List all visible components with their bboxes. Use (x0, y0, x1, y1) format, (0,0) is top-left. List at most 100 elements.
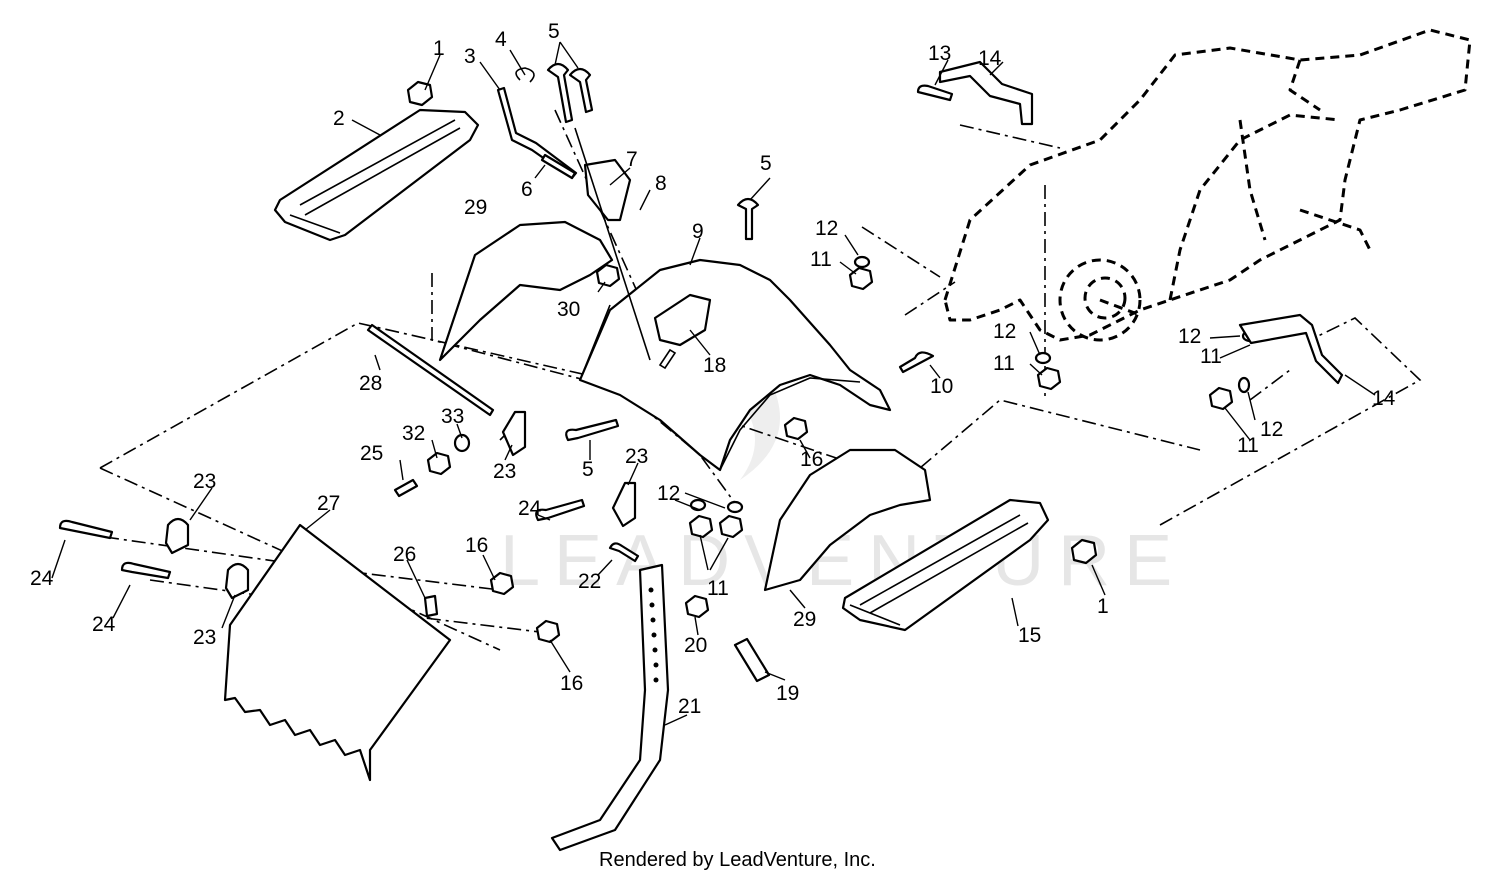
callout: 21 (678, 695, 701, 718)
bolt-icon (898, 351, 935, 374)
callout: 12 (993, 320, 1016, 343)
clip-icon (515, 67, 535, 83)
callout: 15 (1018, 624, 1041, 647)
callout: 4 (495, 28, 507, 51)
nut-icon (684, 594, 710, 619)
pin-icon (393, 478, 419, 498)
callout: 14 (978, 47, 1002, 70)
bracket-14-icon (1238, 313, 1344, 385)
callout: 5 (548, 20, 560, 43)
callout: 24 (518, 497, 542, 520)
callout: 23 (493, 460, 516, 483)
callout: 24 (30, 567, 54, 590)
footer-credit: Rendered by LeadVenture, Inc. (599, 849, 876, 871)
hood-bracket (653, 293, 712, 347)
callout: 23 (193, 470, 216, 493)
callout: 12 (657, 482, 680, 505)
bolt-icon (736, 197, 760, 241)
callout: 33 (441, 405, 464, 428)
callout: 30 (557, 298, 580, 321)
callout: 24 (92, 613, 116, 636)
callout: 29 (793, 608, 816, 631)
washer-icon (453, 433, 471, 453)
callout: 12 (815, 217, 838, 240)
clamp-icon (164, 517, 190, 555)
washer-icon (1034, 351, 1052, 365)
stake-holes (648, 587, 659, 683)
nut-icon (718, 514, 744, 539)
washer-icon (853, 255, 871, 269)
nut-icon (535, 619, 561, 644)
callout: 25 (360, 442, 383, 465)
callout: 16 (560, 672, 583, 695)
nut-icon (406, 80, 434, 107)
callout: 1 (433, 37, 445, 60)
pin-icon (423, 594, 439, 618)
bolt-icon (608, 542, 640, 563)
callout: 2 (333, 107, 345, 130)
callout: 11 (810, 248, 832, 271)
depth-stake (550, 563, 670, 852)
side-plate-upper (438, 220, 614, 362)
callout: 6 (521, 178, 533, 201)
bolt-icon (916, 84, 954, 102)
callout: 22 (578, 570, 601, 593)
tine-hood (578, 258, 892, 472)
callout: 3 (464, 45, 476, 68)
callout: 10 (930, 375, 953, 398)
side-plate-lower (763, 448, 932, 592)
bracket-icon (501, 410, 527, 457)
leader-lines (51, 41, 1376, 726)
lever-bracket-icon (583, 158, 632, 222)
nut-icon (688, 514, 714, 539)
clamp-icon (224, 562, 250, 600)
callout: 9 (692, 220, 704, 243)
callout: 12 (1260, 418, 1283, 441)
callout: 11 (1237, 434, 1259, 457)
callout: 11 (1200, 345, 1222, 368)
tine-rod (366, 323, 495, 417)
callout: 18 (703, 354, 726, 377)
callout: 5 (760, 152, 772, 175)
callout: 1 (1097, 595, 1109, 618)
hardware (58, 60, 1344, 683)
callout: 13 (928, 42, 951, 65)
bolt-icon (546, 62, 574, 124)
side-shield-right (841, 498, 1050, 632)
bolt-icon (58, 519, 114, 540)
nut-icon (426, 451, 452, 476)
washer-icon (726, 500, 744, 514)
callout: 27 (317, 492, 340, 515)
bolt-icon (535, 498, 586, 522)
callout: 16 (465, 534, 488, 557)
spring-icon (540, 153, 577, 180)
nut-icon (1036, 366, 1062, 391)
rear-flap (223, 523, 452, 782)
callout: 20 (684, 634, 707, 657)
callout: 14 (1372, 387, 1396, 410)
nut-icon (595, 263, 621, 288)
cotter-pin-icon (658, 348, 677, 370)
bolt-icon (568, 67, 594, 114)
nut-icon (1208, 386, 1234, 411)
nut-icon (489, 571, 515, 596)
bracket-14-icon (938, 60, 1034, 126)
callout: 26 (393, 543, 416, 566)
callout: 23 (193, 626, 216, 649)
tiller-frame-outline (943, 28, 1472, 342)
callout: 16 (800, 448, 823, 471)
callout: 12 (1178, 325, 1201, 348)
callout: 19 (776, 682, 799, 705)
bolt-icon (120, 561, 172, 580)
callout: 8 (655, 172, 667, 195)
callout: 29 (464, 196, 487, 219)
callout-labels: 1 2 3 4 5 6 7 8 29 9 5 30 18 12 11 13 14… (30, 20, 1396, 718)
callout: 32 (402, 422, 425, 445)
nut-icon (783, 416, 809, 441)
callout: 5 (582, 458, 594, 481)
bolt-icon (565, 418, 620, 442)
callout: 11 (707, 577, 729, 600)
callout: 28 (359, 372, 382, 395)
pin-icon (733, 637, 771, 683)
